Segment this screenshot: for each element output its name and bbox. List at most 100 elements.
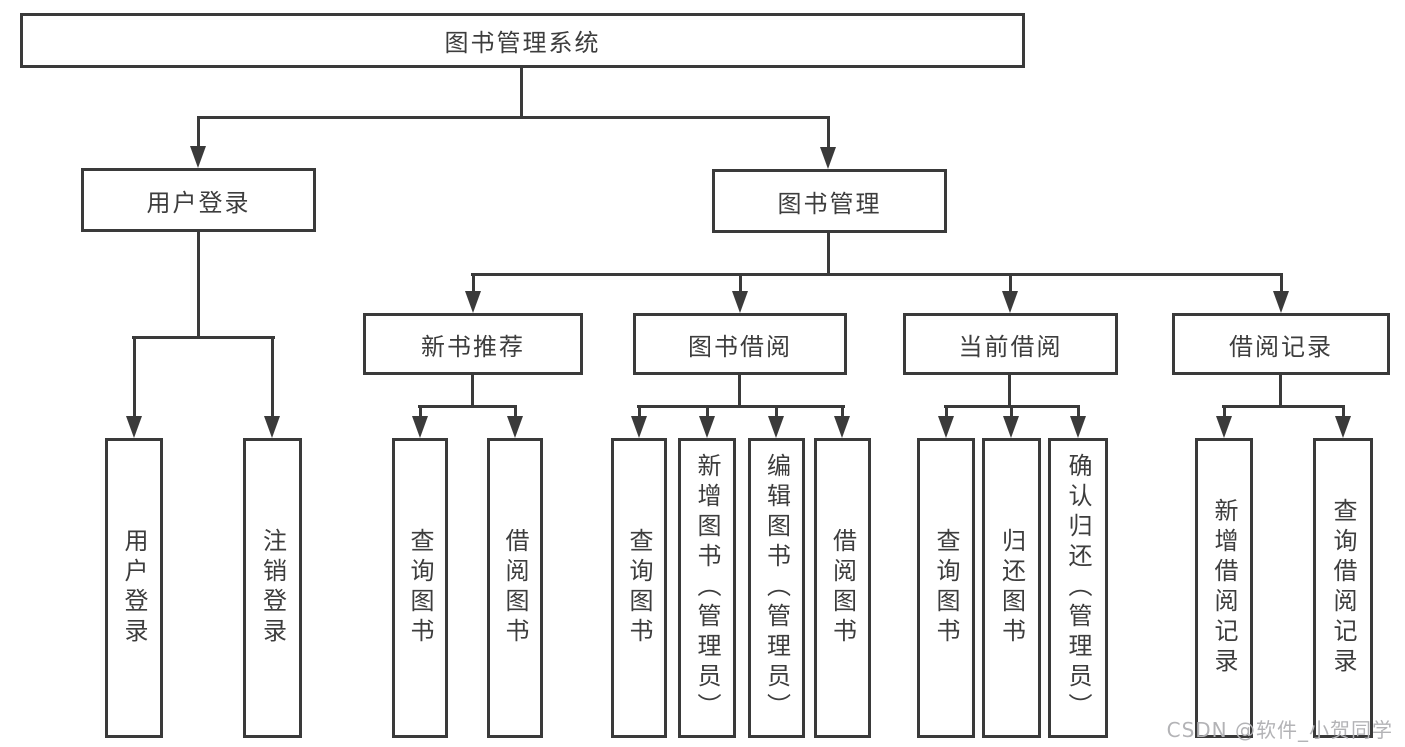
arrow-down-icon	[264, 337, 280, 438]
node-label: 借阅记录	[1229, 332, 1333, 361]
node-edit-books-admin: 编辑图书（管理员）	[748, 438, 805, 738]
node-label: 图书管理	[777, 189, 882, 218]
arrow-head	[631, 416, 647, 438]
node-label: 注销登录	[258, 528, 287, 648]
node-book-management: 图书管理	[712, 169, 947, 233]
arrow-stem	[738, 274, 742, 291]
arrow-down-icon	[1070, 406, 1086, 438]
node-add-borrow-record: 新增借阅记录	[1195, 438, 1253, 738]
node-label: 借阅图书	[501, 528, 529, 648]
arrow-head	[834, 416, 850, 438]
connector-line	[132, 336, 275, 339]
node-query-books-recommend: 查询图书	[392, 438, 448, 738]
arrow-head	[938, 416, 954, 438]
arrow-stem	[1279, 274, 1283, 291]
node-user-login: 用户登录	[81, 168, 316, 232]
node-label: 查询图书	[932, 528, 960, 648]
node-label: 归还图书	[997, 528, 1026, 648]
arrow-down-icon	[732, 274, 748, 313]
arrow-down-icon	[126, 337, 142, 438]
arrow-stem	[826, 117, 830, 147]
arrow-stem	[637, 406, 641, 416]
node-new-book-recommend: 新书推荐	[363, 313, 583, 375]
node-label: 用户登录	[120, 528, 148, 648]
node-return-books: 归还图书	[982, 438, 1041, 738]
node-label: 新增图书（管理员）	[693, 453, 721, 723]
arrow-down-icon	[820, 117, 836, 169]
node-query-borrow-record: 查询借阅记录	[1313, 438, 1373, 738]
arrow-head	[1216, 416, 1232, 438]
arrow-down-icon	[412, 406, 428, 438]
arrow-down-icon	[1002, 274, 1018, 313]
arrow-down-icon	[1216, 406, 1232, 438]
arrow-head	[1070, 416, 1086, 438]
watermark-text: CSDN @软件_小贺同学	[1166, 718, 1393, 742]
arrow-down-icon	[1335, 406, 1351, 438]
node-label: 新书推荐	[421, 332, 525, 361]
node-borrow-books: 借阅图书	[814, 438, 871, 738]
arrow-head	[1003, 416, 1019, 438]
arrow-down-icon	[1003, 406, 1019, 438]
arrow-down-icon	[699, 406, 715, 438]
node-label: 当前借阅	[958, 332, 1063, 361]
connector-line	[637, 405, 845, 408]
node-borrowing-records: 借阅记录	[1172, 313, 1390, 375]
arrow-stem	[1009, 406, 1013, 416]
node-add-books-admin: 新增图书（管理员）	[678, 438, 736, 738]
connector-line	[1008, 375, 1011, 406]
arrow-head	[1335, 416, 1351, 438]
arrow-head	[507, 416, 523, 438]
node-library-management-system: 图书管理系统	[20, 13, 1025, 68]
connector-line	[1279, 375, 1282, 406]
arrow-stem	[1076, 406, 1080, 416]
connector-line	[1222, 405, 1345, 408]
arrow-stem	[132, 337, 136, 416]
connector-line	[738, 375, 741, 406]
node-label: 查询图书	[406, 528, 434, 648]
arrow-stem	[513, 406, 517, 416]
arrow-down-icon	[465, 274, 481, 313]
connector-line	[827, 233, 830, 274]
node-current-borrowing: 当前借阅	[903, 313, 1118, 375]
arrow-down-icon	[631, 406, 647, 438]
node-label: 查询借阅记录	[1329, 498, 1357, 678]
arrow-stem	[270, 337, 274, 416]
node-user-login-action: 用户登录	[105, 438, 163, 738]
node-book-borrowing: 图书借阅	[633, 313, 847, 375]
node-query-books-current: 查询图书	[917, 438, 975, 738]
arrow-stem	[471, 274, 475, 291]
connector-line	[418, 405, 517, 408]
arrow-head	[1273, 291, 1289, 313]
connector-line	[471, 375, 474, 406]
node-label: 借阅图书	[828, 528, 857, 648]
node-label: 编辑图书（管理员）	[762, 453, 791, 723]
node-label: 新增借阅记录	[1210, 498, 1238, 678]
node-label: 确认归还（管理员）	[1064, 453, 1092, 723]
arrow-head	[126, 416, 142, 438]
arrow-stem	[418, 406, 422, 416]
arrow-down-icon	[1273, 274, 1289, 313]
arrow-stem	[1341, 406, 1345, 416]
arrow-head	[465, 291, 481, 313]
arrow-down-icon	[834, 406, 850, 438]
arrow-stem	[1222, 406, 1226, 416]
arrow-head	[264, 416, 280, 438]
node-label: 查询图书	[625, 528, 653, 648]
arrow-head	[732, 291, 748, 313]
node-label: 图书管理系统	[444, 29, 601, 57]
arrow-stem	[774, 406, 778, 416]
node-borrow-books-recommend: 借阅图书	[487, 438, 543, 738]
arrow-stem	[840, 406, 844, 416]
connector-line	[197, 116, 830, 119]
connector-line	[520, 68, 523, 117]
arrow-stem	[944, 406, 948, 416]
arrow-down-icon	[190, 117, 206, 168]
node-label: 图书借阅	[688, 332, 792, 361]
node-logout: 注销登录	[243, 438, 302, 738]
arrow-head	[1002, 291, 1018, 313]
node-query-books-borrowing: 查询图书	[611, 438, 667, 738]
arrow-head	[190, 146, 206, 168]
arrow-stem	[705, 406, 709, 416]
arrow-head	[412, 416, 428, 438]
